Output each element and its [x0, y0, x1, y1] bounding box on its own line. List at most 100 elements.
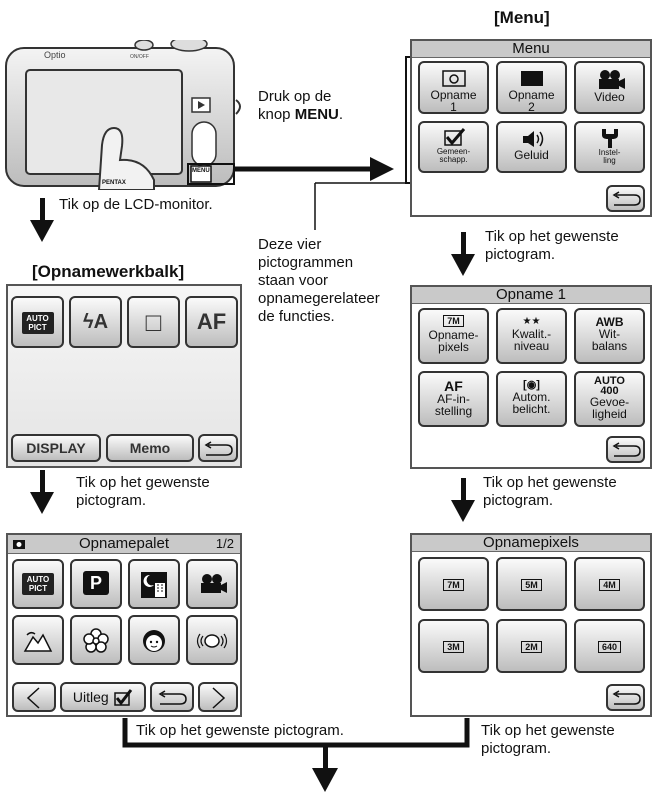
palette-uitleg-button[interactable]: Uitleg — [60, 682, 146, 712]
pixels-back-button[interactable] — [606, 684, 645, 711]
4m-icon: 4M — [599, 579, 620, 591]
640-icon: 640 — [598, 641, 621, 653]
opname1-quality-button[interactable]: ★★ Kwalit.- niveau — [496, 308, 567, 364]
tap-icon-3-line2: pictogram. — [483, 492, 553, 509]
pet-icon — [195, 629, 229, 653]
auto-pict-icon: AUTO PICT — [22, 312, 54, 334]
back-arrow-icon — [202, 439, 234, 459]
palette-title: Opnamepalet — [79, 535, 169, 552]
portrait-icon — [140, 627, 168, 655]
pixels-option-5m[interactable]: 5M — [496, 557, 567, 611]
opname1-exposure-label2: belicht. — [498, 403, 565, 415]
pixels-screen: Opnamepixels 7M 5M 4M 3M 2M 640 — [410, 533, 652, 717]
menu-item-opname-2-label2: 2 — [498, 101, 565, 113]
toolbar-autopict-button[interactable]: AUTO PICT — [11, 296, 64, 348]
chevron-right-icon — [208, 686, 228, 710]
auto-iso-icon: AUTO 400 — [590, 376, 630, 396]
back-arrow-icon — [156, 688, 188, 708]
menu-item-video[interactable]: Video — [574, 61, 645, 114]
menu-screen: Menu Opname 1 Opname 2 Video Gemeen- sch… — [410, 39, 652, 217]
tap-icon-2-line1: Tik op het gewenste — [76, 474, 210, 491]
uitleg-label: Uitleg — [73, 684, 109, 710]
palette-landscape-button[interactable] — [12, 615, 64, 665]
opname1-title: Opname 1 — [412, 287, 650, 304]
palette-program-button[interactable]: P — [70, 559, 122, 609]
palette-movie-button[interactable] — [186, 559, 238, 609]
opname1-af-label2: stelling — [420, 405, 487, 417]
toolbar-af-button[interactable]: AF — [185, 296, 238, 348]
menu-item-opname-1[interactable]: Opname 1 — [418, 61, 489, 114]
palette-flower-button[interactable] — [70, 615, 122, 665]
menu-item-opname-1-label2: 1 — [420, 101, 487, 113]
chevron-left-icon — [24, 686, 44, 710]
toolbar-display-button[interactable]: DISPLAY — [11, 434, 101, 462]
tap-icon-instruction-2: Tik op het gewenste pictogram. — [76, 474, 210, 510]
menu-item-instelling-label2: ling — [576, 157, 643, 165]
toolbar-flash-button[interactable]: ϟA — [69, 296, 122, 348]
palette-prev-button[interactable] — [12, 682, 56, 712]
pixels-option-2m[interactable]: 2M — [496, 619, 567, 673]
four-icons-note-line1: Deze vier — [258, 236, 321, 253]
menu-back-button[interactable] — [606, 185, 645, 212]
menu-item-geluid[interactable]: Geluid — [496, 121, 567, 173]
menu-item-gemeenschapp-label2: schapp. — [420, 156, 487, 164]
tap-icon-1-line2: pictogram. — [485, 246, 555, 263]
opname1-sensitivity-button[interactable]: AUTO 400 Gevoe- ligheid — [574, 371, 645, 427]
opname1-back-button[interactable] — [606, 436, 645, 463]
checkbox-icon — [442, 128, 466, 148]
pixels-option-640[interactable]: 640 — [574, 619, 645, 673]
toolbar-back-button[interactable] — [198, 434, 238, 462]
tap-icon-instruction-1: Tik op het gewenste pictogram. — [485, 228, 619, 264]
palette-next-button[interactable] — [198, 682, 238, 712]
palette-title-bar: Opnamepalet 1/2 — [8, 535, 240, 554]
tap-icon-1-line1: Tik op het gewenste — [485, 228, 619, 245]
toolbar-drive-button[interactable]: □ — [127, 296, 180, 348]
menu-item-opname-2[interactable]: Opname 2 — [496, 61, 567, 114]
press-menu-line2-suffix: . — [339, 106, 343, 123]
flower-icon — [81, 627, 111, 655]
checkbox-icon — [113, 689, 133, 707]
menu-item-instelling[interactable]: Instel- ling — [574, 121, 645, 173]
menu-item-video-label: Video — [576, 91, 643, 103]
auto-pict-icon: AUTO PICT — [22, 573, 54, 595]
menu-screen-title: Menu — [412, 41, 650, 58]
palette-autopict-button[interactable]: AUTO PICT — [12, 559, 64, 609]
wrench-icon — [598, 127, 622, 149]
palette-pet-button[interactable] — [186, 615, 238, 665]
7m-icon: 7M — [443, 315, 464, 327]
opname1-whitebalance-button[interactable]: AWB Wit- balans — [574, 308, 645, 364]
display-label: DISPLAY — [13, 436, 99, 460]
memo-label: Memo — [108, 436, 192, 460]
tap-icon-2-line2: pictogram. — [76, 492, 146, 509]
opname1-pixels-button[interactable]: 7M Opname- pixels — [418, 308, 489, 364]
speaker-icon — [518, 129, 546, 149]
opname1-pixels-label2: pixels — [420, 341, 487, 353]
black-rect-icon — [518, 69, 546, 89]
four-icons-note-line5: de functies. — [258, 308, 335, 325]
movie-camera-icon — [595, 69, 625, 91]
menu-item-geluid-label: Geluid — [498, 149, 565, 161]
pixels-option-7m[interactable]: 7M — [418, 557, 489, 611]
opname1-screen: Opname 1 7M Opname- pixels ★★ Kwalit.- n… — [410, 285, 652, 469]
palette-night-button[interactable] — [128, 559, 180, 609]
palette-back-button[interactable] — [150, 682, 194, 712]
pixels-option-3m[interactable]: 3M — [418, 619, 489, 673]
5m-icon: 5M — [521, 579, 542, 591]
landscape-icon — [23, 629, 53, 653]
tap-icon-3-line1: Tik op het gewenste — [483, 474, 617, 491]
menu-item-gemeenschapp[interactable]: Gemeen- schapp. — [418, 121, 489, 173]
af-icon: AF — [197, 309, 226, 334]
press-menu-key-name: MENU — [295, 106, 339, 123]
tap-icon-5-line2: pictogram. — [481, 740, 551, 757]
opname1-whitebalance-label2: balans — [576, 340, 643, 352]
palette-portrait-button[interactable] — [128, 615, 180, 665]
opname1-exposure-button[interactable]: [◉] Autom. belicht. — [496, 371, 567, 427]
pixels-title: Opnamepixels — [412, 535, 650, 552]
single-frame-icon: □ — [146, 307, 162, 337]
toolbar-memo-button[interactable]: Memo — [106, 434, 194, 462]
2m-icon: 2M — [521, 641, 542, 653]
tap-icon-instruction-3: Tik op het gewenste pictogram. — [483, 474, 617, 510]
pixels-option-4m[interactable]: 4M — [574, 557, 645, 611]
opname1-af-button[interactable]: AF AF-in- stelling — [418, 371, 489, 427]
toolbar-title: [Opnamewerkbalk] — [32, 262, 184, 282]
